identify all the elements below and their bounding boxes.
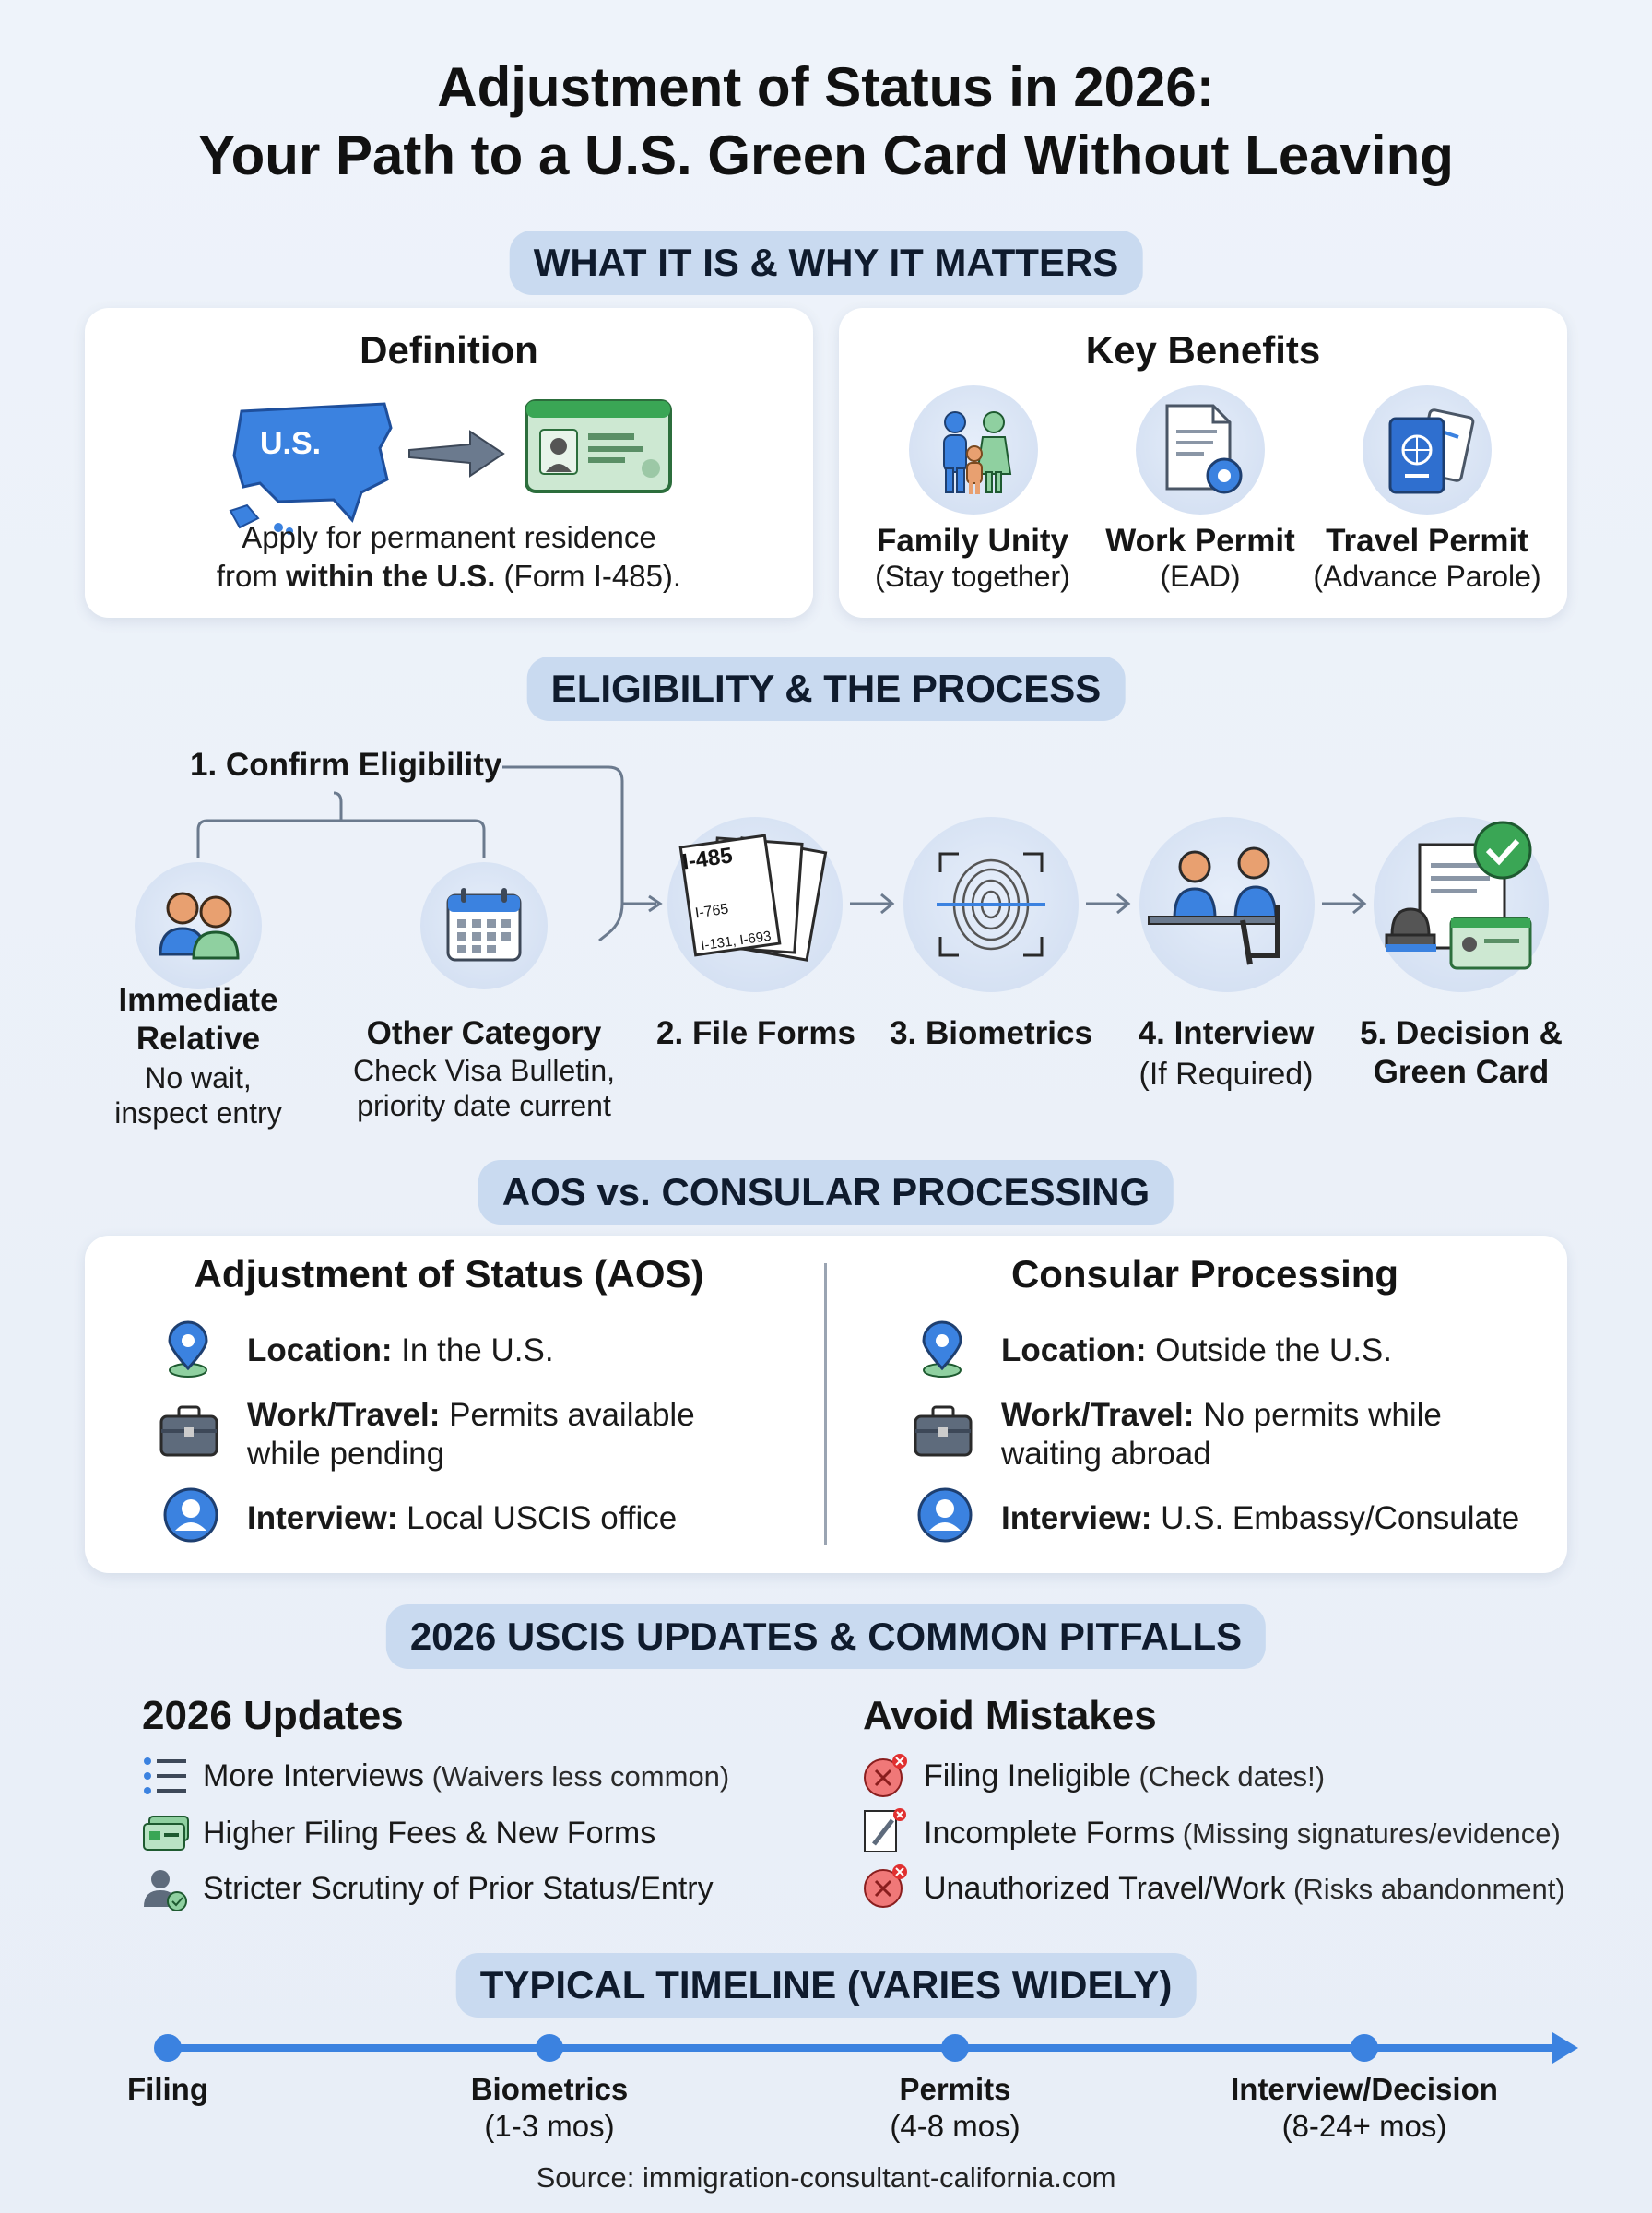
benefit-work-sub: (EAD) — [1160, 560, 1241, 593]
document-pen-icon — [864, 1808, 906, 1852]
step-interview-sub: (If Required) — [1139, 1057, 1314, 1092]
other-category-title: Other Category — [366, 1015, 602, 1051]
error-icon — [864, 1754, 907, 1797]
list-icon — [144, 1757, 186, 1794]
benefit-travel-title: Travel Permit — [1326, 523, 1528, 559]
immediate-relative-sub-1: No wait, — [145, 1061, 252, 1095]
step-file-forms: 2. File Forms — [656, 1015, 856, 1051]
location-pin-icon — [168, 1320, 208, 1378]
aos-work-line-2: while pending — [247, 1436, 445, 1472]
map-label: U.S. — [260, 426, 322, 461]
user-circle-icon — [163, 1487, 218, 1543]
consular-interview: Interview: U.S. Embassy/Consulate — [1001, 1500, 1520, 1536]
benefit-family-sub: (Stay together) — [875, 560, 1070, 593]
eligibility-connectors — [196, 765, 1367, 942]
step-biometrics: 3. Biometrics — [890, 1015, 1092, 1051]
mistakes-heading: Avoid Mistakes — [863, 1693, 1157, 1738]
section-compare: AOS vs. CONSULAR PROCESSING — [478, 1160, 1174, 1225]
updates-heading: 2026 Updates — [142, 1693, 404, 1738]
consular-heading: Consular Processing — [1010, 1252, 1399, 1296]
section-eligibility: ELIGIBILITY & THE PROCESS — [526, 657, 1126, 721]
timeline-biometrics: Biometrics — [470, 2072, 629, 2106]
other-category-sub-1: Check Visa Bulletin, — [353, 1054, 615, 1087]
compare-divider — [824, 1263, 827, 1545]
money-icon — [143, 1816, 189, 1851]
benefit-work-title: Work Permit — [1105, 523, 1295, 559]
section-timeline: TYPICAL TIMELINE (VARIES WIDELY) — [455, 1953, 1197, 2018]
timeline-permits-sub: (4-8 mos) — [890, 2109, 1021, 2143]
interview-icon — [1139, 817, 1315, 992]
mistake-item-3: Unauthorized Travel/Work (Risks abandonm… — [924, 1871, 1565, 1906]
briefcase-icon — [159, 1405, 218, 1457]
benefit-family-title: Family Unity — [876, 523, 1069, 559]
step-decision-title-1: 5. Decision & — [1360, 1015, 1563, 1051]
update-item-3: Stricter Scrutiny of Prior Status/Entry — [203, 1871, 714, 1906]
aos-work-line-1: Work/Travel: Permits available — [247, 1397, 695, 1433]
source-footer: Source: immigration-consultant-californi… — [536, 2161, 1116, 2194]
location-pin-icon — [922, 1320, 962, 1378]
mistake-item-1: Filing Ineligible (Check dates!) — [924, 1758, 1326, 1793]
timeline-interview-decision-sub: (8-24+ mos) — [1281, 2109, 1447, 2143]
document-gear-icon — [1136, 385, 1265, 515]
definition-text-line-1: Apply for permanent residence — [242, 520, 656, 554]
aos-heading: Adjustment of Status (AOS) — [194, 1252, 704, 1296]
definition-text-line-2: from within the U.S. (Form I-485). — [216, 559, 682, 593]
aos-interview: Interview: Local USCIS office — [247, 1500, 678, 1536]
title-line-1: Adjustment of Status in 2026: — [437, 56, 1215, 118]
other-category-sub-2: priority date current — [357, 1089, 611, 1122]
error-icon — [864, 1864, 907, 1908]
compare-card: Adjustment of Status (AOS) Location: In … — [85, 1236, 1567, 1573]
timeline-interview-decision: Interview/Decision — [1231, 2072, 1498, 2106]
couple-icon — [135, 862, 262, 989]
timeline-bar — [154, 2032, 1578, 2064]
benefit-travel-sub: (Advance Parole) — [1313, 560, 1541, 593]
green-card-icon — [525, 399, 672, 493]
arrow-right-icon — [408, 430, 505, 478]
passport-icon — [1363, 385, 1492, 515]
immediate-relative-title-1: Immediate — [118, 982, 278, 1018]
family-icon — [909, 385, 1038, 515]
timeline-biometrics-sub: (1-3 mos) — [484, 2109, 615, 2143]
consular-work-line-1: Work/Travel: No permits while — [1001, 1397, 1442, 1433]
briefcase-icon — [914, 1405, 973, 1457]
section-what: WHAT IT IS & WHY IT MATTERS — [509, 231, 1143, 295]
user-check-icon — [144, 1870, 187, 1911]
confirm-eligibility-label: 1. Confirm Eligibility — [190, 747, 502, 783]
aos-location: Location: In the U.S. — [247, 1332, 554, 1368]
benefits-heading: Key Benefits — [1085, 328, 1321, 372]
title-line-2: Your Path to a U.S. Green Card Without L… — [198, 124, 1454, 186]
step-decision-title-2: Green Card — [1373, 1054, 1550, 1090]
us-map-icon — [229, 402, 393, 535]
immediate-relative-title-2: Relative — [136, 1021, 261, 1057]
definition-heading: Definition — [360, 328, 538, 372]
benefits-card: Key Benefits — [839, 308, 1567, 618]
fingerprint-icon — [903, 817, 1079, 992]
update-item-2: Higher Filing Fees & New Forms — [203, 1816, 656, 1851]
step-interview-title: 4. Interview — [1138, 1015, 1315, 1051]
mistake-item-2: Incomplete Forms (Missing signatures/evi… — [924, 1816, 1561, 1851]
forms-icon — [667, 817, 843, 992]
update-item-1: More Interviews (Waivers less common) — [203, 1758, 730, 1793]
definition-card: Definition U.S. Apply for permanent resi… — [85, 308, 813, 618]
user-circle-icon — [917, 1487, 973, 1543]
immediate-relative-sub-2: inspect entry — [114, 1096, 282, 1130]
section-updates: 2026 USCIS UPDATES & COMMON PITFALLS — [385, 1604, 1267, 1669]
consular-work-line-2: waiting abroad — [1001, 1436, 1211, 1472]
timeline-filing: Filing — [127, 2072, 208, 2106]
consular-location: Location: Outside the U.S. — [1001, 1332, 1393, 1368]
timeline-permits: Permits — [899, 2072, 1011, 2106]
decision-icon — [1374, 817, 1549, 992]
calendar-icon — [420, 862, 548, 989]
